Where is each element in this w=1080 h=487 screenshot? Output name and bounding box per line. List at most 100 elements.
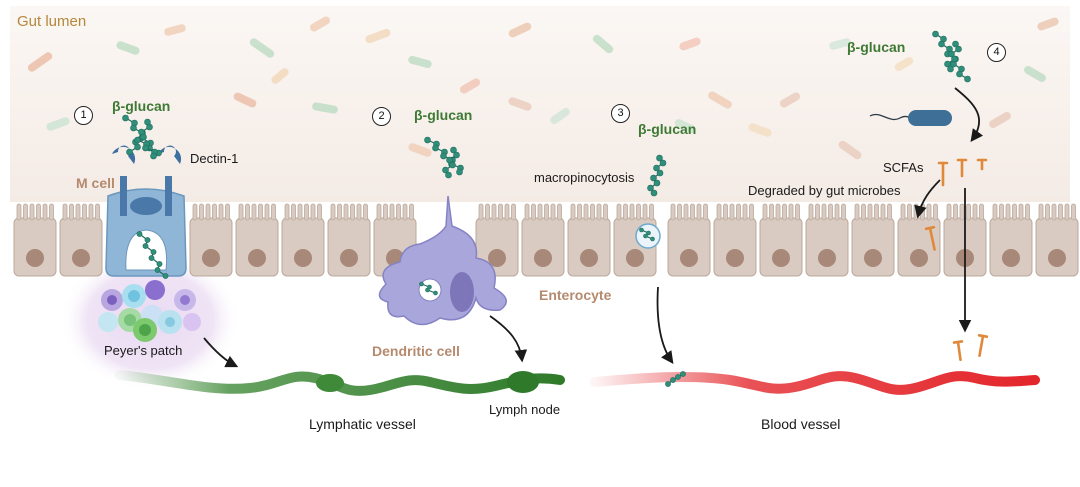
bacterium — [249, 38, 275, 58]
beta-glucan-chain — [442, 146, 460, 179]
bacterium — [838, 140, 862, 160]
microvillus — [271, 203, 276, 221]
microvillus — [795, 203, 800, 221]
peyers-patch-cells — [98, 280, 201, 342]
microvillus — [723, 203, 728, 221]
microvillus — [913, 203, 919, 221]
microvillus — [788, 203, 794, 221]
microvillus — [736, 203, 741, 221]
microvillus — [1051, 203, 1057, 221]
bacterium — [164, 24, 186, 36]
bacterium — [1024, 66, 1046, 82]
beta-glucan-in-blood — [665, 371, 686, 387]
cell-nucleus — [294, 249, 312, 267]
arrow-to-scfas — [954, 87, 984, 143]
microvillus — [1071, 203, 1076, 221]
bacterium — [508, 22, 532, 38]
microvillus — [808, 203, 814, 221]
enterocyte-cell — [1035, 217, 1079, 277]
microvillus — [677, 203, 682, 221]
microvillus — [874, 203, 879, 221]
lymph-node-shape — [507, 371, 539, 393]
bacterium — [27, 52, 53, 72]
microvillus — [23, 203, 28, 221]
step-4-number: 4 — [987, 43, 1006, 62]
lumen-background — [10, 6, 1070, 202]
bacterium — [459, 78, 481, 94]
cell-nucleus — [202, 249, 220, 267]
microvillus — [1005, 203, 1011, 221]
enterocyte-cell — [13, 217, 57, 277]
microvillus — [383, 203, 388, 221]
bacterium — [365, 28, 391, 44]
microvillus — [557, 203, 562, 221]
beta-glucan-chain — [665, 371, 686, 387]
microvillus — [762, 203, 768, 221]
microvillus — [623, 203, 628, 221]
cell-nucleus — [910, 249, 928, 267]
m-cell — [105, 145, 187, 277]
microvillus — [95, 203, 100, 221]
enterocyte-cell — [805, 217, 849, 277]
microvillus — [69, 203, 74, 221]
microvillus — [550, 203, 556, 221]
bacterium — [829, 38, 851, 50]
microvillus — [992, 203, 998, 221]
cell-nucleus — [340, 249, 358, 267]
microvillus — [703, 203, 708, 221]
microvillus — [775, 203, 781, 221]
microvillus — [972, 203, 978, 221]
gut-lumen-label: Gut lumen — [17, 13, 87, 30]
step-2-number: 2 — [372, 107, 391, 126]
microvillus — [880, 203, 886, 221]
enterocyte-cell — [989, 217, 1033, 277]
lymphatic-vessel-label: Lymphatic vessel — [309, 416, 416, 432]
scfas-label: SCFAs — [883, 160, 924, 175]
degraded-by-microbes-label: Degraded by gut microbes — [748, 183, 901, 198]
microvillus — [29, 203, 35, 221]
microvillus — [867, 203, 873, 221]
microvillus — [498, 203, 503, 221]
microvillus — [1018, 203, 1024, 221]
microvillus — [284, 203, 290, 221]
microvillus — [1064, 203, 1070, 221]
microvillus — [218, 203, 224, 221]
microvillus — [511, 203, 516, 221]
microvillus — [690, 203, 695, 221]
microvillus — [729, 203, 735, 221]
microvillus — [742, 203, 748, 221]
microvillus — [389, 203, 395, 221]
bacterium — [674, 119, 696, 133]
microvillus — [16, 203, 22, 221]
microvillus — [36, 203, 41, 221]
microvillus — [959, 203, 965, 221]
microvillus — [629, 203, 635, 221]
microvillus — [821, 203, 827, 221]
microvillus — [815, 203, 820, 221]
cell-nucleus — [26, 249, 44, 267]
arrow-to-lymph-node — [489, 315, 528, 363]
step-3-glucan-label: β-glucan — [638, 121, 697, 137]
microvillus — [350, 203, 355, 221]
microvillus — [537, 203, 543, 221]
microvillus — [616, 203, 622, 221]
bacterium — [508, 97, 532, 111]
lymph-node-label: Lymph node — [489, 402, 561, 417]
enterocyte-cell — [235, 217, 279, 277]
microvillus — [396, 203, 401, 221]
microvillus — [953, 203, 958, 221]
microvillus — [782, 203, 787, 221]
scfa-molecule — [976, 158, 988, 171]
microvillus — [49, 203, 54, 221]
microvillus — [854, 203, 860, 221]
scfa-molecule — [977, 334, 989, 357]
scfa-molecule — [937, 161, 949, 187]
cell-nucleus — [488, 249, 506, 267]
scfa-molecule — [956, 158, 968, 178]
cell-nucleus — [580, 249, 598, 267]
microvillus — [834, 203, 840, 221]
microvillus — [603, 203, 608, 221]
bacterium — [271, 68, 289, 84]
microvillus — [304, 203, 309, 221]
peyers-patch-label: Peyer's patch — [104, 343, 183, 358]
